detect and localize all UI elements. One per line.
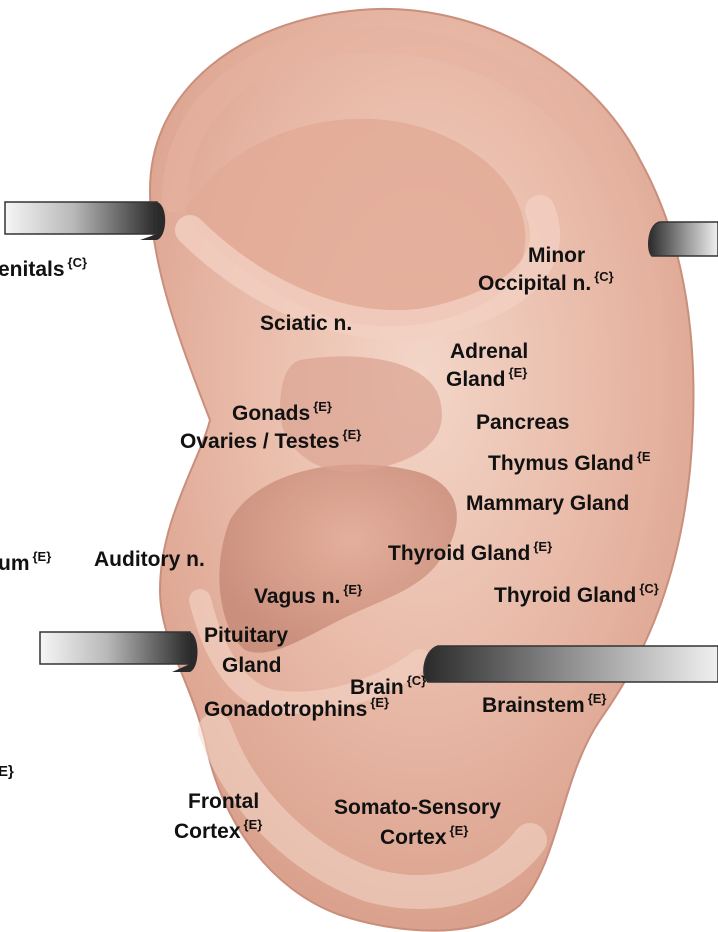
label-gonadotrophins: Gonadotrophins{E} [204, 698, 389, 724]
label-thyroid-e: Thyroid Gland{E} [388, 542, 552, 568]
label-adrenal-line1: Adrenal [450, 340, 528, 364]
probe-left-middle [40, 632, 198, 672]
label-minor-occipital-line2: Occipital n.{C} [478, 272, 614, 298]
probe-right-top [649, 222, 718, 256]
label-ovaries-testes: Ovaries / Testes{E} [180, 430, 361, 456]
label-frontal-line1: Frontal [188, 790, 259, 814]
label-sciatic: Sciatic n. [260, 312, 352, 336]
label-somato-line1: Somato-Sensory [334, 796, 501, 820]
label-vagus: Vagus n.{E} [254, 585, 362, 611]
label-somato-line2: Cortex{E} [380, 826, 468, 852]
label-frontal-line2: Cortex{E} [174, 820, 262, 846]
label-mammary: Mammary Gland [466, 492, 629, 516]
label-minor-occipital-line1: Minor [528, 244, 585, 268]
label-um: um{E} [0, 552, 51, 578]
label-pituitary-line2: Gland [222, 654, 282, 678]
label-gonads: Gonads{E} [232, 402, 332, 428]
label-auditory: Auditory n. [94, 548, 205, 572]
label-thymus: Thymus Gland{E [488, 452, 651, 478]
label-edge-e: E} [0, 760, 14, 784]
label-genitals: enitals{C} [0, 258, 87, 284]
probe-right-middle [424, 646, 718, 682]
label-pancreas: Pancreas [476, 411, 569, 435]
label-adrenal-line2: Gland{E} [446, 368, 527, 394]
label-thyroid-c: Thyroid Gland{C} [494, 584, 659, 610]
label-pituitary-line1: Pituitary [204, 624, 288, 648]
probe-left-top [5, 202, 165, 240]
label-brainstem: Brainstem{E} [482, 694, 607, 720]
